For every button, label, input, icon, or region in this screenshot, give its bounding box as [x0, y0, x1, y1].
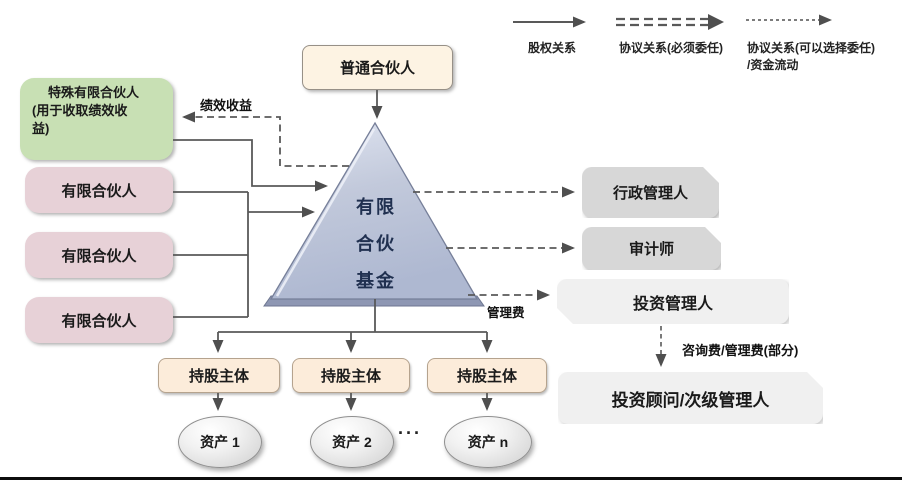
node-asset-n: 资产 n — [444, 416, 532, 468]
legend-label-agreement-mandatory: 协议关系(必须委任) — [619, 41, 723, 55]
node-investment-manager: 投资管理人 — [557, 279, 789, 324]
label-performance-income: 绩效收益 — [200, 98, 253, 113]
label-advisory-fee: 咨询费/管理费(部分) — [682, 343, 799, 358]
node-holding-entity-3: 持股主体 — [427, 358, 547, 393]
bottom-divider — [0, 477, 902, 480]
legend-label-equity: 股权关系 — [527, 41, 576, 55]
node-limited-partner-3: 有限合伙人 — [25, 297, 173, 343]
node-general-partner: 普通合伙人 — [302, 45, 453, 90]
assets-ellipsis: ··· — [398, 423, 422, 443]
label-management-fee: 管理费 — [487, 306, 525, 320]
edge-special-lp-to-fund — [173, 139, 328, 192]
fund-triangle — [263, 121, 485, 307]
node-special-limited-partner: 特殊有限合伙人 (用于收取绩效收 益) — [20, 78, 173, 160]
node-auditor: 审计师 — [582, 227, 721, 270]
node-limited-partner-1: 有限合伙人 — [25, 167, 173, 213]
node-investment-advisor: 投资顾问/次级管理人 — [558, 372, 823, 424]
node-administrator: 行政管理人 — [582, 167, 719, 218]
legend-double-dash-arrow-icon — [616, 14, 724, 30]
node-asset-1: 资产 1 — [178, 416, 262, 468]
legend-label-agreement-optional: 协议关系(可以选择委任) — [747, 41, 875, 55]
node-holding-entity-1: 持股主体 — [158, 358, 280, 393]
node-holding-entity-2: 持股主体 — [292, 358, 410, 393]
node-limited-partner-2: 有限合伙人 — [25, 232, 173, 278]
edge-fund-to-special-lp-performance — [182, 111, 349, 167]
legend-label-capital-flow: /资金流动 — [747, 58, 799, 72]
fund-to-holdings-bus — [218, 299, 487, 333]
node-asset-2: 资产 2 — [310, 416, 394, 468]
node-fund-label: 有限 合伙 基金 — [356, 197, 396, 291]
